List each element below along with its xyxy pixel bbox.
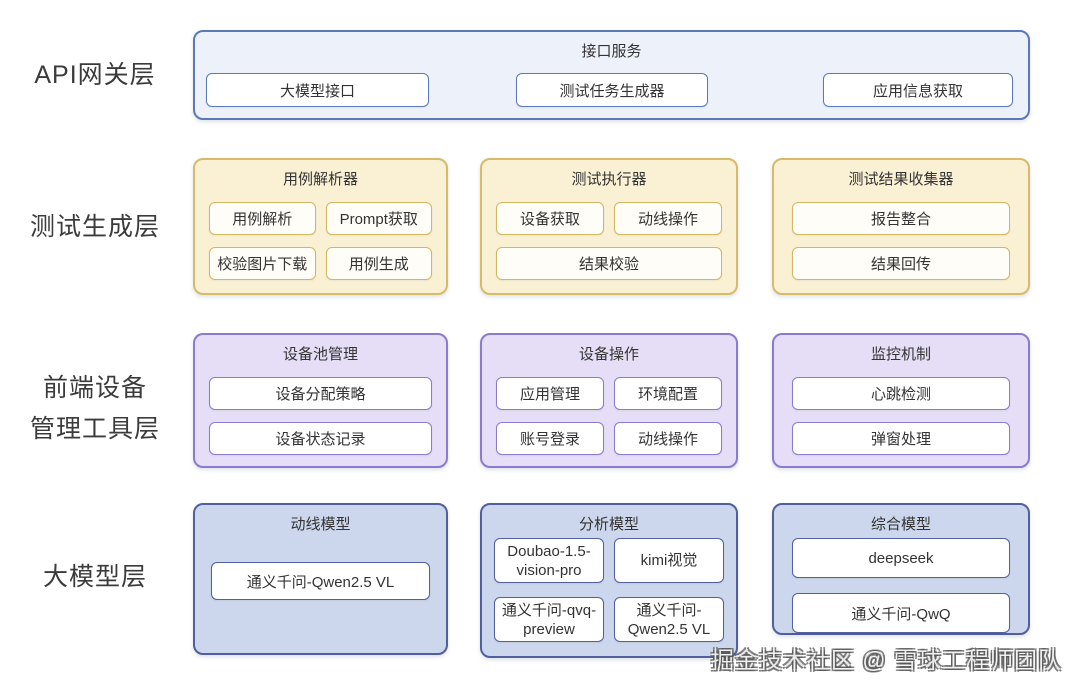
- node-app-info-fetch: 应用信息获取: [823, 73, 1013, 107]
- node-device-acquire: 设备获取: [496, 202, 604, 235]
- node-heartbeat-detection: 心跳检测: [792, 377, 1010, 410]
- node-verify-image-download: 校验图片下载: [209, 247, 316, 280]
- group-test-executor: 测试执行器 设备获取 动线操作 结果校验: [480, 158, 738, 295]
- node-usecase-parse: 用例解析: [209, 202, 316, 235]
- group-title: 测试结果收集器: [848, 171, 954, 188]
- node-env-config: 环境配置: [614, 377, 722, 410]
- node-test-task-generator: 测试任务生成器: [516, 73, 708, 107]
- node-deepseek: deepseek: [792, 538, 1010, 578]
- node-device-allocation-strategy: 设备分配策略: [209, 377, 432, 410]
- group-title: 综合模型: [870, 516, 931, 533]
- node-flow-operation: 动线操作: [614, 422, 722, 455]
- layer-label-text: 测试生成层: [29, 213, 160, 241]
- node-result-upload: 结果回传: [792, 247, 1010, 280]
- group-title: 设备操作: [578, 346, 639, 363]
- node-doubao-15-vision-pro: Doubao-1.5-vision-pro: [494, 538, 604, 583]
- node-result-verify: 结果校验: [496, 247, 722, 280]
- node-qwen-qwq: 通义千问-QwQ: [792, 593, 1010, 633]
- layer-label-api-gateway: API网关层: [0, 60, 190, 90]
- group-title: 设备池管理: [282, 346, 358, 363]
- group-title: 用例解析器: [282, 171, 358, 188]
- layer-label-test-generation: 测试生成层: [0, 212, 190, 242]
- layer-label-frontend-device-tools: 前端设备 管理工具层: [0, 368, 190, 450]
- node-qwen25-vl: 通义千问-Qwen2.5 VL: [211, 562, 430, 600]
- layer-label-text: API网关层: [34, 61, 156, 89]
- group-interface-service: 接口服务 大模型接口 测试任务生成器 应用信息获取: [193, 30, 1030, 120]
- node-popup-handling: 弹窗处理: [792, 422, 1010, 455]
- node-app-management: 应用管理: [496, 377, 604, 410]
- group-title: 监控机制: [870, 346, 931, 363]
- group-title: 测试执行器: [571, 171, 647, 188]
- node-qwen25-vl: 通义千问-Qwen2.5 VL: [614, 597, 724, 642]
- group-title: 接口服务: [581, 43, 642, 60]
- layer-label-llm: 大模型层: [0, 562, 190, 592]
- group-title: 分析模型: [578, 516, 639, 533]
- node-kimi-vision: kimi视觉: [614, 538, 724, 583]
- node-account-login: 账号登录: [496, 422, 604, 455]
- layer-label-text: 前端设备: [42, 374, 147, 402]
- group-device-operation: 设备操作 应用管理 环境配置 账号登录 动线操作: [480, 333, 738, 468]
- node-llm-interface: 大模型接口: [206, 73, 429, 107]
- node-prompt-fetch: Prompt获取: [325, 202, 432, 235]
- group-monitoring-mechanism: 监控机制 心跳检测 弹窗处理: [772, 333, 1030, 468]
- group-device-pool-management: 设备池管理 设备分配策略 设备状态记录: [193, 333, 448, 468]
- group-flow-model: 动线模型 通义千问-Qwen2.5 VL: [193, 503, 448, 655]
- node-flow-operation: 动线操作: [614, 202, 722, 235]
- watermark-text: 掘金技术社区 @ 雪球工程师团队: [710, 647, 1062, 673]
- layer-label-text: 管理工具层: [29, 415, 160, 443]
- group-usecase-parser: 用例解析器 用例解析 Prompt获取 校验图片下载 用例生成: [193, 158, 448, 295]
- group-title: 动线模型: [290, 516, 351, 533]
- group-test-result-collector: 测试结果收集器 报告整合 结果回传: [772, 158, 1030, 295]
- node-usecase-generate: 用例生成: [325, 247, 432, 280]
- node-qwen-qvq-preview: 通义千问-qvq-preview: [494, 597, 604, 642]
- node-device-status-record: 设备状态记录: [209, 422, 432, 455]
- node-report-merge: 报告整合: [792, 202, 1010, 235]
- group-analysis-model: 分析模型 Doubao-1.5-vision-pro kimi视觉 通义千问-q…: [480, 503, 738, 658]
- layer-label-text: 大模型层: [42, 563, 147, 591]
- group-comprehensive-model: 综合模型 deepseek 通义千问-QwQ: [772, 503, 1030, 635]
